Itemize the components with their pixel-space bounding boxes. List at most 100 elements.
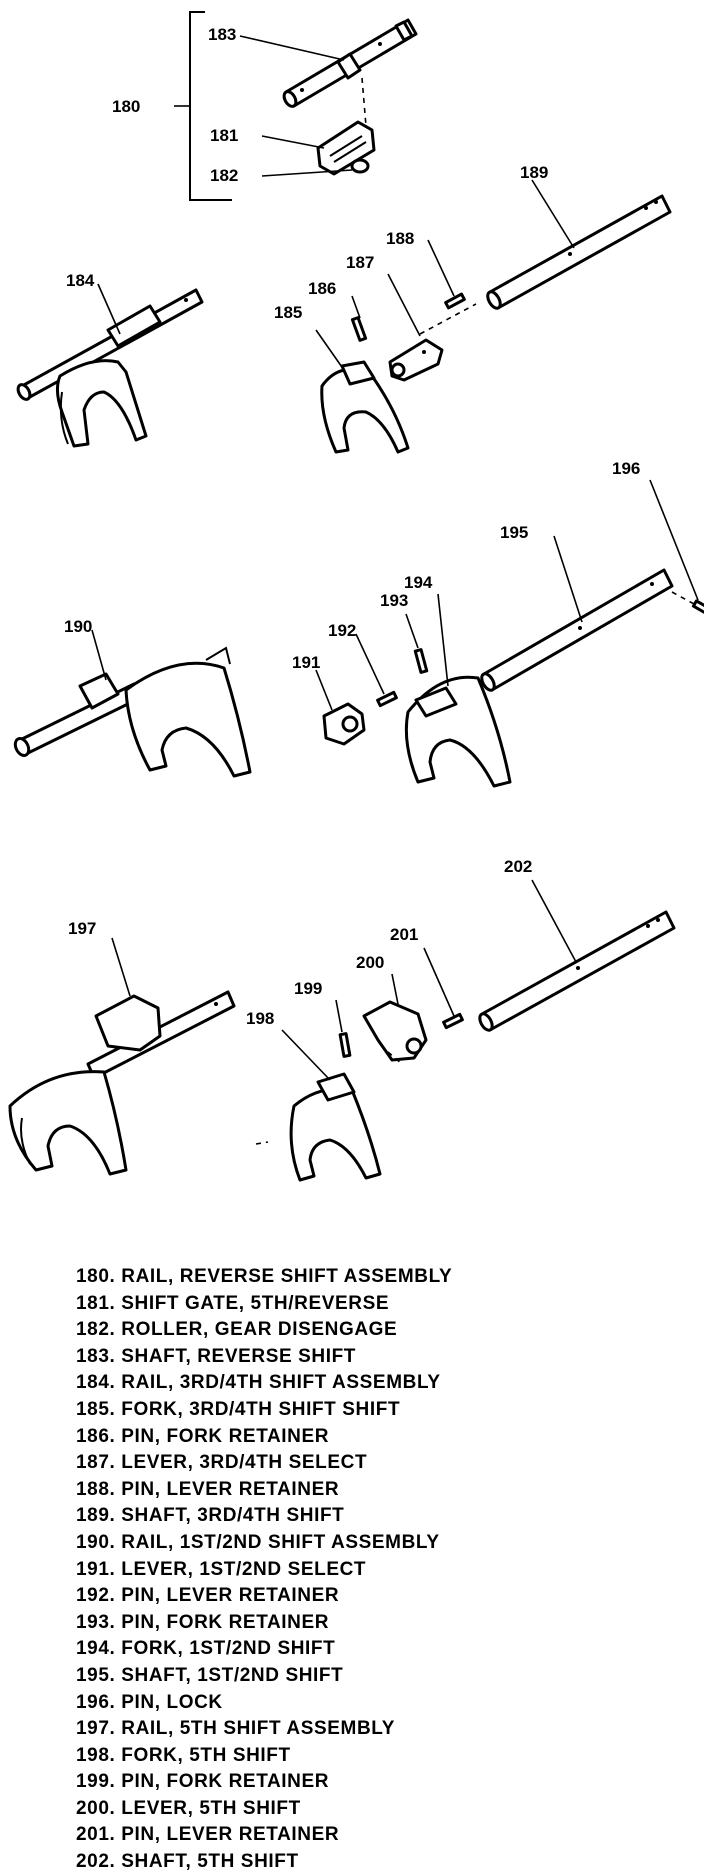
- leader-189: [531, 179, 575, 249]
- dash-183: [361, 77, 367, 127]
- group-190: 190: [13, 617, 252, 778]
- dash-198: [255, 1141, 269, 1145]
- group-180: 180 183 181 182: [112, 11, 418, 201]
- leader-193: [405, 613, 419, 649]
- legend-item-187: 187. LEVER, 3RD/4TH SELECT: [76, 1452, 368, 1474]
- legend-item-200: 200. LEVER, 5TH SHIFT: [76, 1797, 301, 1819]
- callout-198: 198: [246, 1009, 274, 1028]
- group-198-202: 198 199 200 201 202: [246, 857, 676, 1182]
- leader-201: [423, 947, 455, 1017]
- legend-item-202: 202. SHAFT, 5TH SHIFT: [76, 1851, 299, 1873]
- leader-182: [261, 169, 353, 177]
- callout-202: 202: [504, 857, 532, 876]
- group-197: 197: [8, 919, 236, 1176]
- dash-188: [419, 303, 477, 335]
- leader-202: [531, 879, 577, 963]
- legend-item-188: 188. PIN, LEVER RETAINER: [76, 1478, 340, 1500]
- part-201-pin: [442, 1012, 464, 1030]
- callout-180: 180: [112, 97, 140, 116]
- legend-item-199: 199. PIN, FORK RETAINER: [76, 1771, 330, 1793]
- callout-189: 189: [520, 163, 548, 182]
- callout-185: 185: [274, 303, 302, 322]
- part-182-roller: [350, 158, 370, 174]
- callout-199: 199: [294, 979, 322, 998]
- callout-197: 197: [68, 919, 96, 938]
- part-202-shaft: [478, 910, 676, 1032]
- legend-item-183: 183. SHAFT, REVERSE SHIFT: [76, 1345, 357, 1367]
- legend-item-182: 182. ROLLER, GEAR DISENGAGE: [76, 1319, 398, 1341]
- callout-195: 195: [500, 523, 528, 542]
- exploded-parts-diagram: 180 183 181 182: [8, 11, 704, 1182]
- part-199-pin: [338, 1032, 352, 1058]
- part-198-fork: [289, 1087, 382, 1182]
- legend-item-196: 196. PIN, LOCK: [76, 1691, 223, 1713]
- part-195-shaft: [480, 568, 674, 692]
- legend-item-181: 181. SHIFT GATE, 5TH/REVERSE: [76, 1292, 390, 1314]
- callout-183: 183: [208, 25, 236, 44]
- callout-193: 193: [380, 591, 408, 610]
- leader-191: [315, 669, 333, 711]
- callout-188: 188: [386, 229, 414, 248]
- part-193-pin: [413, 648, 429, 674]
- parts-legend: 180. RAIL, REVERSE SHIFT ASSEMBLY 181. S…: [76, 1264, 452, 1876]
- leader-200: [391, 973, 399, 1005]
- dash-196: [671, 591, 695, 605]
- part-184-fork: [55, 359, 148, 448]
- leader-186: [351, 295, 361, 319]
- legend-item-193: 193. PIN, FORK RETAINER: [76, 1611, 330, 1633]
- legend-item-195: 195. SHAFT, 1ST/2ND SHIFT: [76, 1664, 344, 1686]
- leader-183: [239, 35, 345, 61]
- callout-194: 194: [404, 573, 433, 592]
- callout-187: 187: [346, 253, 374, 272]
- legend-item-201: 201. PIN, LEVER RETAINER: [76, 1824, 340, 1846]
- part-186-pin: [350, 316, 368, 342]
- leader-190: [91, 629, 107, 681]
- part-196-pin: [691, 599, 704, 615]
- legend-item-189: 189. SHAFT, 3RD/4TH SHIFT: [76, 1505, 345, 1527]
- legend-item-194: 194. FORK, 1ST/2ND SHIFT: [76, 1638, 336, 1660]
- leader-194: [437, 593, 449, 687]
- part-189-shaft: [486, 194, 672, 310]
- callout-181: 181: [210, 126, 238, 145]
- part-192-pin: [376, 690, 398, 708]
- leader-199: [335, 999, 343, 1033]
- part-190-fork: [124, 661, 252, 778]
- legend-item-192: 192. PIN, LEVER RETAINER: [76, 1585, 340, 1607]
- legend-item-184: 184. RAIL, 3RD/4TH SHIFT ASSEMBLY: [76, 1372, 441, 1394]
- legend-item-197: 197. RAIL, 5TH SHIFT ASSEMBLY: [76, 1718, 395, 1740]
- callout-201: 201: [390, 925, 418, 944]
- callout-184: 184: [66, 271, 95, 290]
- callout-191: 191: [292, 653, 320, 672]
- leader-187: [387, 273, 421, 337]
- leader-198: [281, 1029, 331, 1081]
- callout-192: 192: [328, 621, 356, 640]
- legend-item-191: 191. LEVER, 1ST/2ND SELECT: [76, 1558, 367, 1580]
- group-191-196: 191 192 193 194 195 196: [292, 459, 704, 788]
- leader-192: [355, 633, 385, 695]
- callout-186: 186: [308, 279, 336, 298]
- callout-196: 196: [612, 459, 640, 478]
- legend-item-180: 180. RAIL, REVERSE SHIFT ASSEMBLY: [76, 1266, 453, 1287]
- group-185-189: 185 186 187 188 189: [274, 163, 672, 454]
- legend-item-186: 186. PIN, FORK RETAINER: [76, 1425, 330, 1447]
- leader-196: [649, 479, 699, 601]
- part-194-fork: [404, 675, 512, 788]
- leader-181: [261, 135, 325, 149]
- part-183-shaft: [282, 18, 418, 108]
- legend-item-198: 198. FORK, 5TH SHIFT: [76, 1744, 291, 1766]
- leader-188: [427, 239, 455, 297]
- legend-item-185: 185. FORK, 3RD/4TH SHIFT SHIFT: [76, 1398, 401, 1420]
- callout-182: 182: [210, 166, 238, 185]
- leader-195: [553, 535, 583, 623]
- legend-item-190: 190. RAIL, 1ST/2ND SHIFT ASSEMBLY: [76, 1531, 440, 1553]
- leader-184: [97, 283, 121, 335]
- part-197-fork: [8, 1070, 128, 1176]
- dash-200: [387, 1051, 403, 1065]
- leader-197: [111, 937, 131, 997]
- callout-190: 190: [64, 617, 92, 636]
- group-184: 184: [16, 271, 204, 448]
- part-188-pin: [444, 292, 466, 310]
- part-190-rail: [18, 682, 142, 756]
- leader-185: [315, 329, 345, 371]
- part-181-shift-gate: [316, 120, 376, 176]
